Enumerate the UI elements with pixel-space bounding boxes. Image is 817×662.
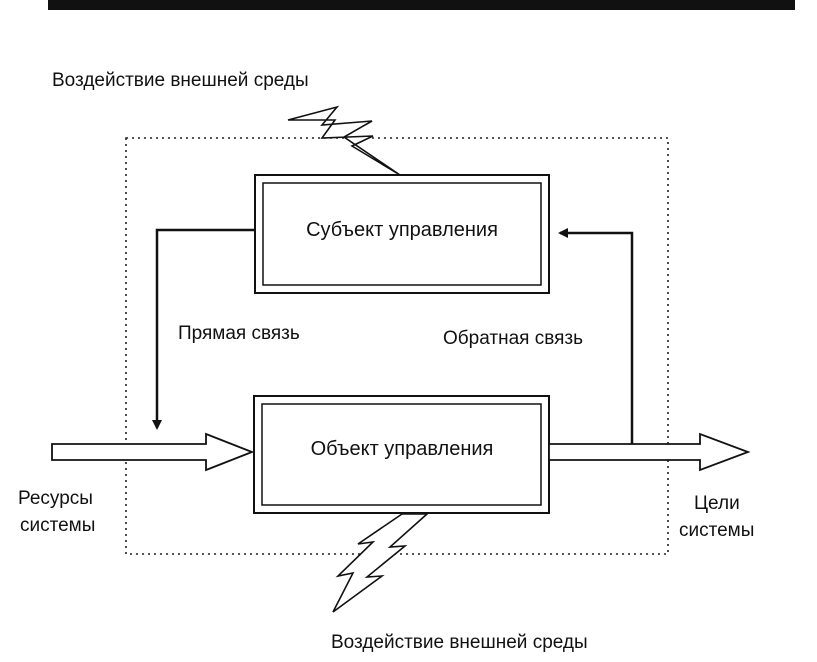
goals-label-line1: Цели — [694, 493, 740, 514]
object-box — [253, 395, 550, 514]
goals-output-arrow — [548, 432, 751, 472]
subject-box-label: Субъект управления — [306, 219, 498, 241]
goals-label-line2: системы — [679, 520, 754, 541]
top-environment-label: Воздействие внешней среды — [52, 70, 309, 91]
top-border-bar — [48, 0, 795, 10]
system-boundary — [125, 137, 669, 555]
resources-label-line1: Ресурсы — [18, 488, 93, 509]
feedback-arrow — [558, 228, 634, 446]
resources-input-arrow — [51, 432, 255, 472]
direct-link-label: Прямая связь — [178, 323, 300, 344]
direct-link-arrow — [152, 228, 255, 430]
bottom-environment-lightning-icon — [332, 513, 430, 613]
bottom-environment-label: Воздействие внешней среды — [331, 632, 588, 653]
resources-label-line2: системы — [20, 515, 95, 536]
subject-box — [254, 174, 550, 294]
feedback-label: Обратная связь — [443, 328, 583, 349]
object-box-label: Объект управления — [311, 438, 494, 460]
top-environment-lightning-icon — [287, 105, 401, 176]
